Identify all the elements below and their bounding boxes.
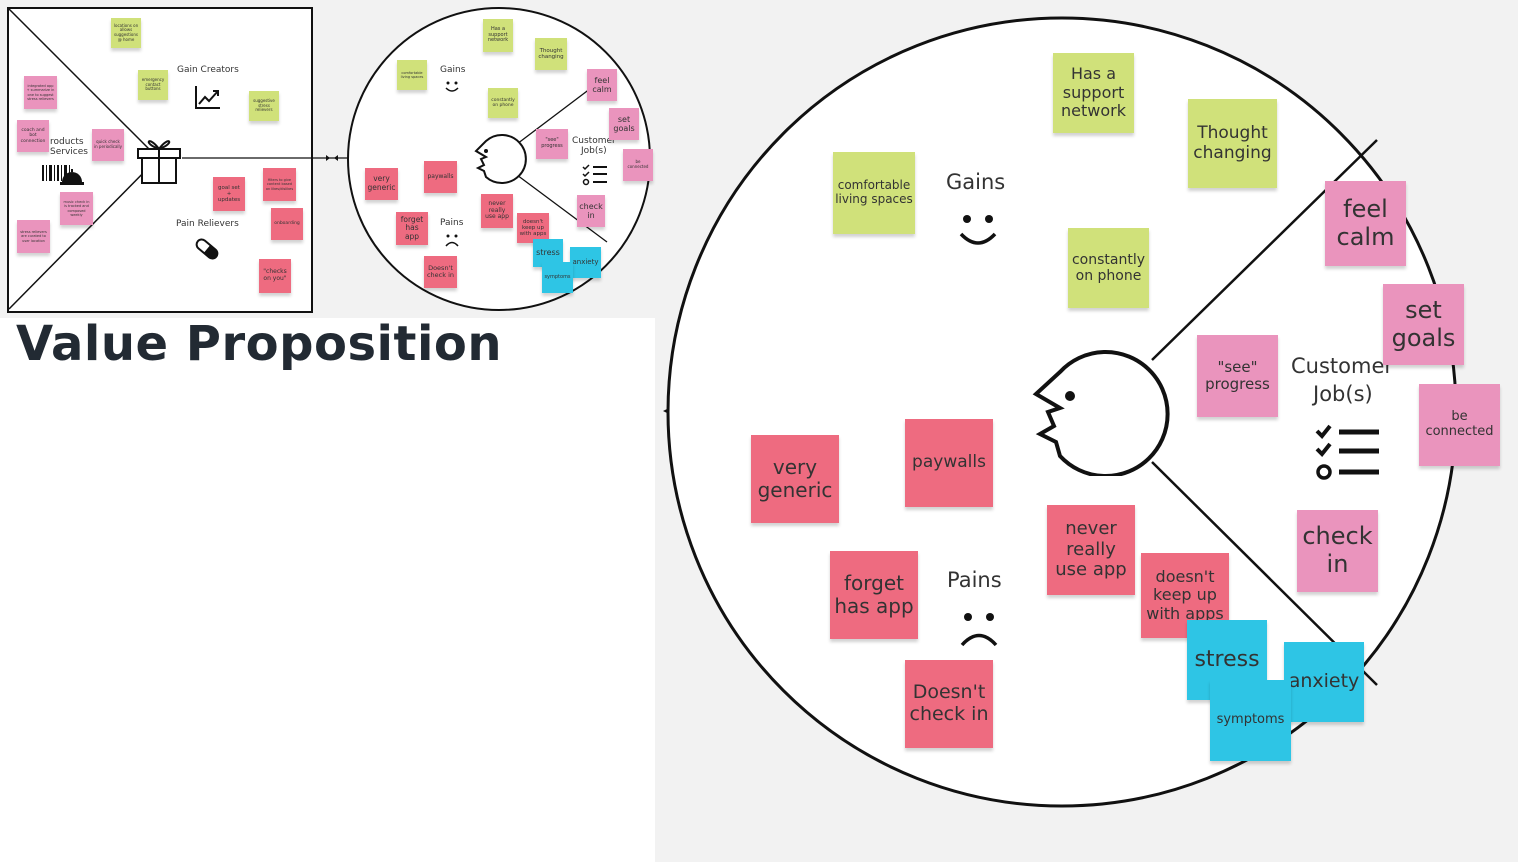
thumb-gain-creator-note[interactable]: suggestive stress relievers [249, 91, 279, 121]
square-diagonal-top [8, 8, 159, 159]
gain-note[interactable]: comfortable living spaces [833, 152, 915, 234]
face-profile-icon [1032, 350, 1170, 476]
page-title: Value Proposition [16, 316, 503, 372]
pill-icon [195, 238, 219, 260]
thumb-pain-note[interactable]: doesn't keep up with apps [517, 213, 549, 243]
thumb-job-note[interactable]: set goals [609, 108, 639, 140]
thumb-pain-reliever-note[interactable]: onboarding [271, 208, 303, 240]
customer-label: Customer [1291, 354, 1394, 378]
pain-note[interactable]: forget has app [830, 551, 918, 639]
thumb-product-note[interactable]: coach and bot connection [17, 120, 49, 152]
thumb-customer-label: Customer [572, 136, 616, 146]
job-note[interactable]: set goals [1383, 284, 1464, 365]
gain-note[interactable]: constantly on phone [1068, 228, 1149, 308]
thumb-gain-note[interactable]: Has a support network [483, 19, 513, 52]
thumb-services-label: Services [50, 147, 88, 157]
pain-note[interactable]: Doesn't check in [905, 660, 993, 748]
thumb-product-note[interactable]: stress relievers are curated to user loc… [17, 220, 50, 253]
thumb-pain-note[interactable]: Doesn't check in [424, 256, 457, 288]
thumb-gains-label: Gains [440, 65, 466, 75]
job-note[interactable]: "see" progress [1197, 335, 1278, 417]
main-jobs-divider-top [1151, 139, 1378, 361]
thumb-gain-creator-note[interactable]: emergency contact buttons [138, 70, 168, 100]
thumb-pain-reliever-note[interactable]: filters to give content based on likes/d… [263, 168, 296, 201]
trend-chart-icon [195, 86, 220, 109]
service-bell-icon [60, 169, 84, 185]
thumb-gain-note[interactable]: constantly on phone [488, 88, 518, 118]
thumb-product-note[interactable]: music check in is tracked and composed w… [60, 192, 93, 225]
pains-label: Pains [947, 568, 1002, 592]
square-diagonal-bottom [8, 157, 159, 310]
pain-note[interactable]: paywalls [905, 419, 993, 507]
thumb-gain-note[interactable]: comfortable living spaces [397, 60, 427, 90]
checklist-icon [1315, 424, 1379, 480]
emotion-note[interactable]: anxiety [1284, 642, 1364, 722]
job-note[interactable]: check in [1297, 510, 1378, 592]
thumb-emotion-note[interactable]: symptoms [542, 262, 573, 293]
thumb-pains-label: Pains [440, 218, 464, 228]
thumb-gain-creator-note[interactable]: locations on allows suggestions @ home [111, 18, 141, 48]
smile-icon [445, 81, 459, 92]
job-note[interactable]: feel calm [1325, 181, 1406, 266]
gain-note[interactable]: Has a support network [1053, 53, 1134, 133]
thumb-products-label: roducts [50, 137, 84, 147]
gift-icon [137, 140, 181, 184]
thumb-job-note[interactable]: "see" progress [536, 129, 568, 159]
gains-label: Gains [946, 170, 1006, 194]
face-profile-icon [474, 134, 527, 184]
thumb-pain-reliever-note[interactable]: "checks on you" [259, 259, 291, 293]
pain-note[interactable]: very generic [751, 435, 839, 523]
thumb-job-note[interactable]: be connected [623, 149, 653, 181]
thumb-gain-note[interactable]: Thought changing [535, 38, 567, 70]
thumb-pain-note[interactable]: paywalls [424, 161, 457, 193]
thumb-job-note[interactable]: feel calm [587, 69, 617, 101]
smile-icon [959, 215, 997, 245]
thumb-arrow-1 [326, 155, 330, 161]
gain-note[interactable]: Thought changing [1188, 99, 1277, 188]
job-note[interactable]: be connected [1419, 384, 1500, 466]
thumb-job-note[interactable]: check in [577, 195, 605, 227]
thumb-pain-note[interactable]: very generic [365, 168, 398, 200]
thumb-jobs-divider-bottom [516, 174, 608, 243]
checklist-icon [582, 164, 607, 186]
pain-note[interactable]: never really use app [1047, 505, 1135, 595]
pain-note[interactable]: doesn't keep up with apps [1141, 553, 1229, 638]
thumb-emotion-note[interactable]: anxiety [570, 247, 601, 278]
thumb-pain-reliever-note[interactable]: goal set + updates [213, 177, 245, 211]
thumb-jobs-label: Job(s) [581, 146, 607, 156]
thumb-product-note[interactable]: quick check in periodically [92, 129, 124, 161]
thumb-pain-note[interactable]: forget has app [396, 212, 428, 245]
jobs-label: Job(s) [1313, 382, 1373, 406]
thumb-arrow-2 [334, 155, 338, 161]
emotion-note[interactable]: symptoms [1210, 680, 1291, 761]
thumb-gain-creators-label: Gain Creators [177, 65, 239, 75]
thumb-pain-note[interactable]: never really use app [481, 194, 513, 228]
thumb-pain-relievers-label: Pain Relievers [176, 219, 239, 229]
thumb-product-note[interactable]: integrated app + summarize in one to sug… [24, 76, 57, 109]
frown-icon [960, 613, 998, 647]
frown-icon [445, 234, 459, 247]
